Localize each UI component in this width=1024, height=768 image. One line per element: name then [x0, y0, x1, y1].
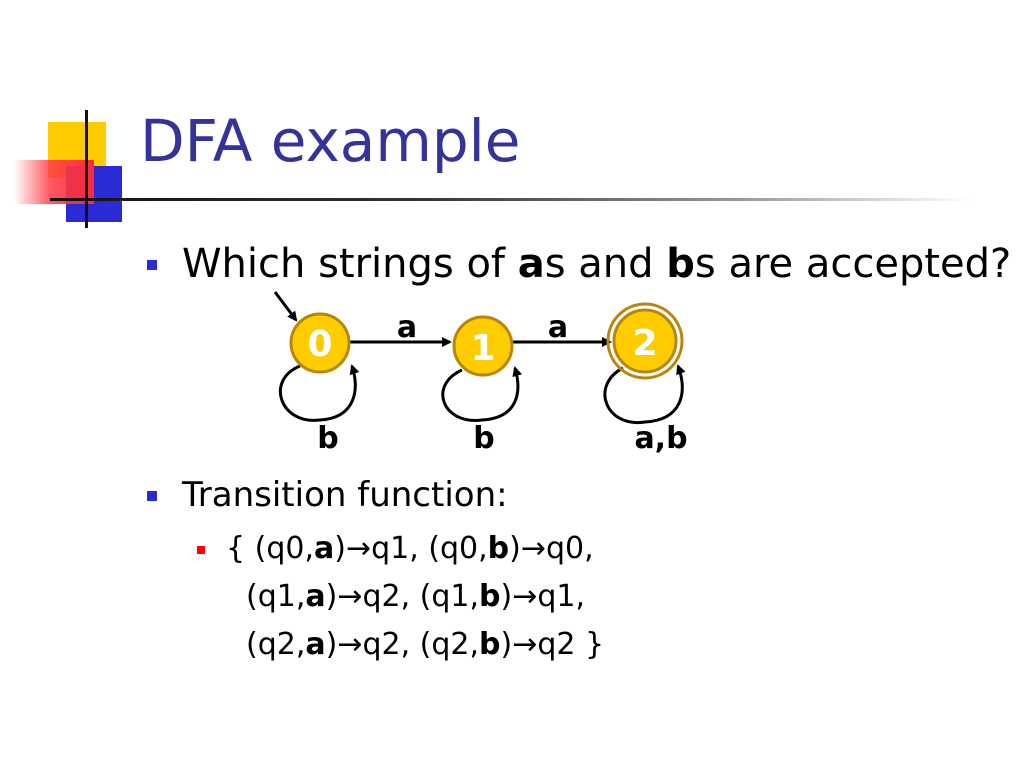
- page-title: DFA example: [140, 107, 521, 175]
- state-1-label: 1: [470, 328, 495, 369]
- transition-symbol: b: [487, 531, 510, 566]
- edge-0-to-1-label: a: [397, 310, 417, 345]
- state-2-accept-ring: [606, 302, 684, 380]
- sub-bullet-marker: [197, 546, 205, 554]
- question-symbol-b: b: [666, 241, 695, 287]
- edge-2-self-loop-label: a,b: [634, 421, 687, 456]
- state-1: [452, 315, 514, 377]
- start-arrow: [273, 291, 298, 322]
- transition-text: )→q0,: [509, 531, 594, 566]
- question-text-end: s are accepted?: [694, 241, 1012, 287]
- bullet-marker: [147, 491, 157, 501]
- transition-symbol: b: [479, 579, 501, 614]
- transition-text: )→q1, (q0,: [334, 531, 488, 566]
- state-2: [612, 308, 678, 374]
- transition-symbol: a: [305, 627, 326, 662]
- transition-heading: Transition function:: [182, 475, 508, 515]
- transition-text: )→q2 }: [500, 627, 605, 662]
- decor-vertical-line: [85, 110, 88, 228]
- state-0: [289, 312, 351, 374]
- edge-1-self-loop-label: b: [473, 421, 494, 456]
- decor-red-bar: [14, 160, 94, 204]
- transition-line-3: (q2,a)→q2, (q2,b)→q2 }: [246, 630, 604, 660]
- title-underline: [50, 198, 970, 201]
- transition-line-2: (q1,a)→q2, (q1,b)→q1,: [246, 582, 585, 612]
- edge-2-self-loop: [603, 364, 686, 425]
- question-text-middle: s and: [544, 241, 667, 287]
- transition-text: )→q2, (q2,: [325, 627, 480, 662]
- bullet-question: Which strings of as and bs are accepted?: [182, 244, 1011, 284]
- transition-text: (q2,: [246, 627, 306, 662]
- transition-text: )→q2, (q1,: [325, 579, 480, 614]
- edge-0-self-loop: [278, 364, 360, 422]
- bullet-marker: [147, 260, 157, 270]
- transition-text: (q1,: [246, 579, 306, 614]
- edge-1-self-loop: [441, 366, 523, 422]
- state-2-label: 2: [632, 323, 657, 364]
- edge-0-self-loop-label: b: [317, 421, 338, 456]
- question-symbol-a: a: [517, 241, 545, 287]
- state-0-label: 0: [307, 324, 332, 365]
- transition-text: { (q0,: [226, 531, 314, 566]
- transition-symbol: b: [479, 627, 501, 662]
- transition-text: )→q1,: [500, 579, 586, 614]
- transition-symbol: a: [314, 531, 335, 566]
- question-text-start: Which strings of: [182, 241, 518, 287]
- transition-line-1: { (q0,a)→q1, (q0,b)→q0,: [226, 534, 594, 564]
- transition-symbol: a: [305, 579, 326, 614]
- edge-1-to-2-label: a: [548, 310, 568, 345]
